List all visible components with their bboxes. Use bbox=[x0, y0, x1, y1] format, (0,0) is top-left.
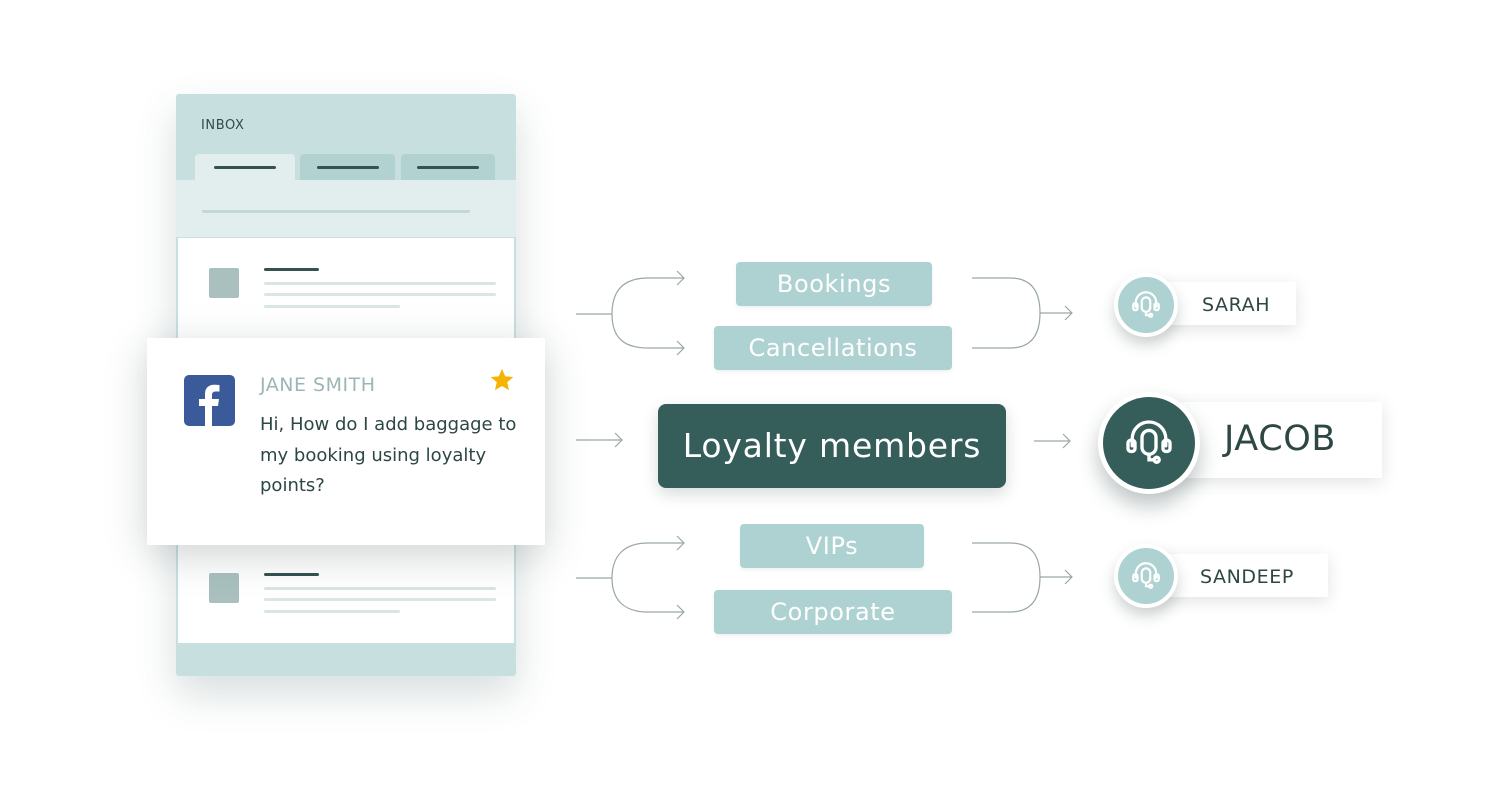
connector-bottom-merge-up bbox=[972, 542, 1041, 578]
connector-top-split-down bbox=[611, 313, 684, 349]
facebook-icon bbox=[184, 375, 235, 426]
message-text: Hi, How do I add baggage to my booking u… bbox=[260, 414, 517, 496]
star-icon[interactable] bbox=[489, 367, 515, 393]
inbox-tab-2[interactable] bbox=[300, 154, 395, 180]
inbox-title: INBOX bbox=[201, 118, 245, 133]
inbox-filter-bar bbox=[176, 180, 516, 237]
category-corporate[interactable]: Corporate bbox=[714, 590, 952, 634]
connector-top-merge-up bbox=[972, 277, 1041, 314]
connector-top-split-up bbox=[611, 277, 684, 315]
agent-name: JACOB bbox=[1224, 419, 1337, 459]
headset-icon bbox=[1098, 392, 1200, 494]
category-loyalty-members[interactable]: Loyalty members bbox=[658, 404, 1006, 488]
connector-bottom-split-down bbox=[611, 577, 684, 613]
connector-bottom-split-up bbox=[611, 542, 684, 579]
connector-top-merge-down bbox=[972, 312, 1041, 349]
message-card[interactable]: JANE SMITH Hi, How do I add baggage to m… bbox=[147, 338, 545, 545]
connector-bottom-merge-down bbox=[972, 576, 1041, 613]
list-item[interactable] bbox=[178, 238, 514, 340]
sender-name: JANE SMITH bbox=[260, 374, 376, 396]
inbox-tab-1[interactable] bbox=[195, 154, 295, 180]
category-cancellations[interactable]: Cancellations bbox=[714, 326, 952, 370]
headset-icon bbox=[1114, 273, 1178, 337]
inbox-tab-3[interactable] bbox=[401, 154, 495, 180]
agent-name: SANDEEP bbox=[1200, 566, 1294, 588]
list-item[interactable] bbox=[178, 545, 514, 643]
headset-icon bbox=[1114, 544, 1178, 608]
category-vips[interactable]: VIPs bbox=[740, 524, 924, 568]
category-bookings[interactable]: Bookings bbox=[736, 262, 932, 306]
agent-name: SARAH bbox=[1202, 294, 1271, 316]
